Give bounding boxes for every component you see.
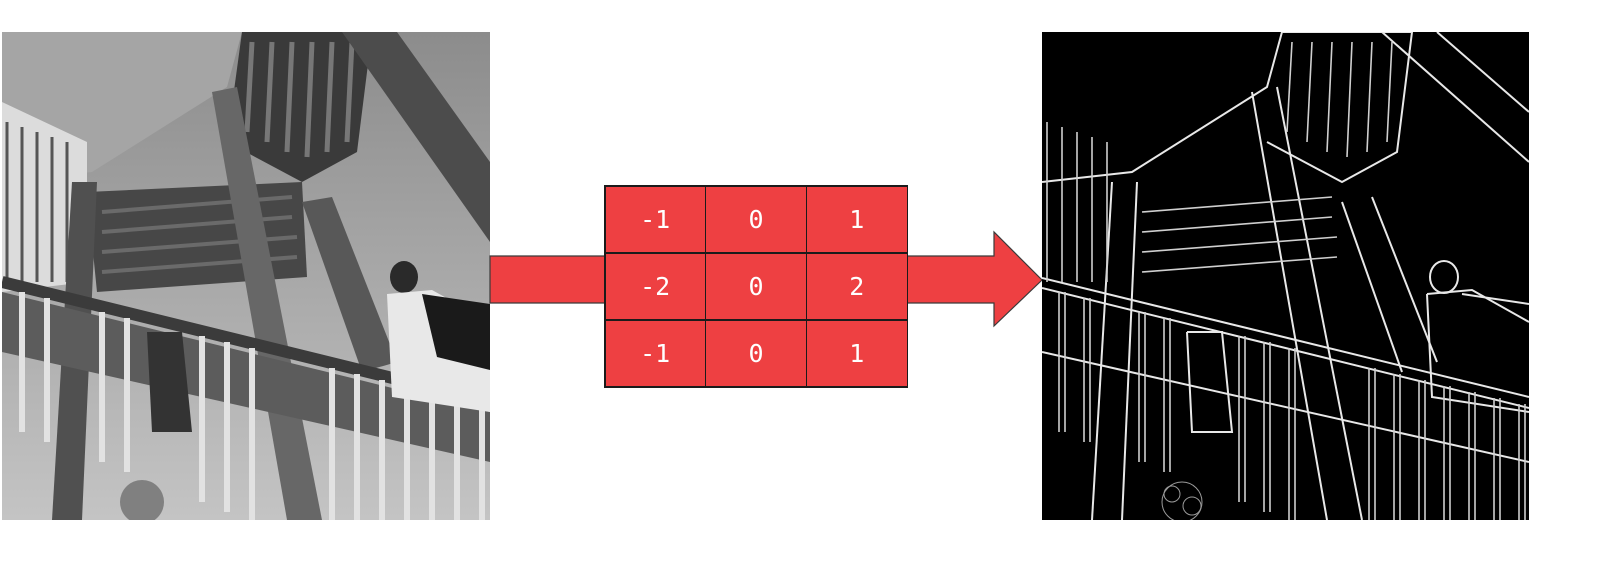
- sobel-kernel: -1 0 1 -2 0 2 -1 0 1: [604, 185, 908, 388]
- kernel-cell: 1: [807, 320, 907, 387]
- kernel-cell: 0: [706, 186, 806, 253]
- output-edge-image: [1042, 32, 1529, 520]
- kernel-cell: -1: [605, 320, 705, 387]
- kernel-cell: 1: [807, 186, 907, 253]
- kernel-cell: 0: [706, 253, 806, 320]
- input-grayscale-image: [2, 32, 490, 520]
- kernel-cell: 2: [807, 253, 907, 320]
- kernel-cell: -1: [605, 186, 705, 253]
- kernel-cell: -2: [605, 253, 705, 320]
- kernel-cell: 0: [706, 320, 806, 387]
